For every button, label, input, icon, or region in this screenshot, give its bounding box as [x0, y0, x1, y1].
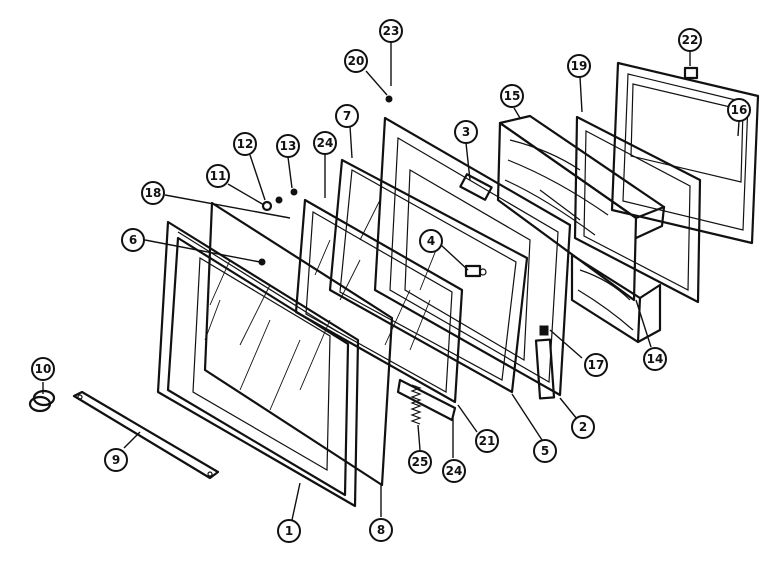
callout-4: 4 — [419, 229, 443, 253]
callout-9: 9 — [104, 448, 128, 472]
callout-9-label: 9 — [112, 453, 120, 467]
callout-1-label: 1 — [285, 524, 293, 538]
callout-14-label: 14 — [647, 352, 664, 366]
part-9-handle — [72, 390, 220, 480]
callout-19-label: 19 — [571, 59, 588, 73]
callout-4-label: 4 — [427, 234, 435, 248]
part-2-door-liner — [373, 116, 572, 397]
callout-1: 1 — [277, 519, 301, 543]
callout-15-label: 15 — [504, 89, 521, 103]
callout-6: 6 — [121, 228, 145, 252]
callout-3: 3 — [454, 120, 478, 144]
callout-18-label: 18 — [145, 186, 162, 200]
callout-16: 16 — [727, 98, 751, 122]
callout-21-label: 21 — [479, 434, 496, 448]
callout-2-label: 2 — [579, 420, 587, 434]
callout-11-label: 11 — [210, 169, 227, 183]
part-17-hinge — [534, 325, 556, 400]
callout-12: 12 — [233, 132, 257, 156]
callout-3-label: 3 — [462, 125, 470, 139]
part-15-insulation — [496, 114, 666, 302]
part-4-latch — [464, 264, 487, 278]
callout-10-label: 10 — [35, 362, 52, 376]
part-3-bracket — [459, 173, 493, 201]
callout-20-label: 20 — [348, 54, 365, 68]
part-10-knob — [28, 389, 56, 413]
part-21-glass-pane — [294, 198, 464, 404]
callout-23: 23 — [379, 19, 403, 43]
leader-lines — [42, 42, 740, 521]
part-25-spring — [396, 378, 457, 425]
callout-24-bottom: 24 — [442, 459, 466, 483]
callout-11: 11 — [206, 164, 230, 188]
callout-14: 14 — [643, 347, 667, 371]
part-22-clip — [683, 66, 699, 80]
part-19-gasket — [573, 115, 702, 304]
callout-13: 13 — [276, 134, 300, 158]
callout-10: 10 — [31, 357, 55, 381]
callout-24-top: 24 — [313, 131, 337, 155]
callout-7-label: 7 — [343, 109, 351, 123]
callout-8: 8 — [369, 518, 393, 542]
callout-17: 17 — [584, 353, 608, 377]
callout-24-bottom-label: 24 — [446, 464, 463, 478]
callout-6-label: 6 — [129, 233, 137, 247]
fasteners — [258, 95, 393, 266]
callout-12-label: 12 — [237, 137, 254, 151]
callout-7: 7 — [335, 104, 359, 128]
callout-13-label: 13 — [280, 139, 297, 153]
callout-5: 5 — [533, 439, 557, 463]
callout-8-label: 8 — [377, 523, 385, 537]
callout-24-top-label: 24 — [317, 136, 334, 150]
callout-16-label: 16 — [731, 103, 748, 117]
callout-18: 18 — [141, 181, 165, 205]
callout-20: 20 — [344, 49, 368, 73]
part-14-insulation-lower — [570, 253, 662, 344]
callout-2: 2 — [571, 415, 595, 439]
callout-19: 19 — [567, 54, 591, 78]
part-16-rear-frame — [610, 61, 760, 245]
callout-21: 21 — [475, 429, 499, 453]
callout-23-label: 23 — [383, 24, 400, 38]
callout-22-label: 22 — [682, 33, 699, 47]
callout-25: 25 — [408, 450, 432, 474]
callout-25-label: 25 — [412, 455, 429, 469]
part-1-outer-door — [156, 220, 360, 508]
callout-5-label: 5 — [541, 444, 549, 458]
callout-17-label: 17 — [588, 358, 605, 372]
callout-22: 22 — [678, 28, 702, 52]
callout-15: 15 — [500, 84, 524, 108]
